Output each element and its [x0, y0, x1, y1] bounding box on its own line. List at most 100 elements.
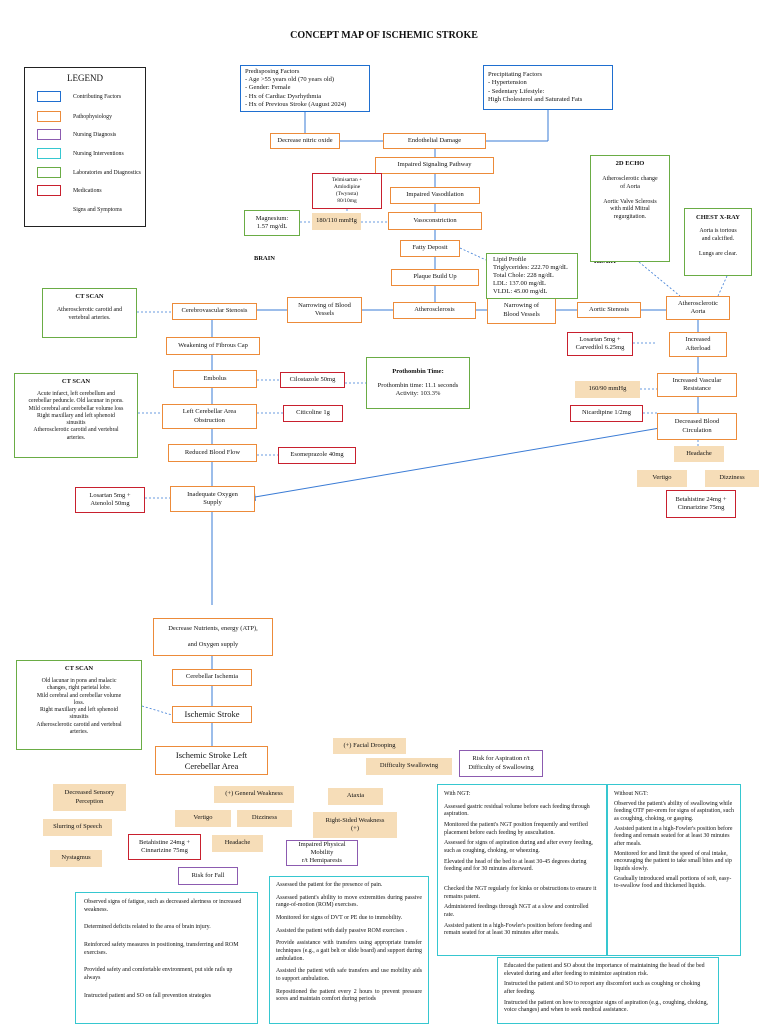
ngt-line: Administered feedings through NGT at a s…: [444, 904, 589, 919]
legend-swatch: [37, 148, 61, 159]
legend-item-diagnosis: Nursing Diagnosis: [37, 129, 116, 140]
cerebrovascular-stenosis: Cerebrovascular Stenosis: [172, 303, 257, 320]
med-cilostazole: Cilostazole 50mg: [280, 372, 345, 388]
mobility-line: Assisted the patient with safe transfers…: [276, 968, 422, 983]
sign-right-sided-weakness: Right-Sided Weakness (+): [313, 812, 397, 838]
lab-chest-xray: CHEST X-RAY Aorta is tortous and calcifi…: [684, 208, 752, 276]
ngt-line: Assessed for signs of aspiration during …: [444, 840, 593, 855]
mobility-line: Assisted the patient with daily passive …: [276, 927, 408, 934]
impaired-vasodilation: Impaired Vasodilation: [390, 187, 480, 204]
sign-slurring-speech: Slurring of Speech: [43, 819, 112, 836]
sign-vertigo-left: Vertigo: [175, 810, 231, 827]
ischemic-stroke: Ischemic Stroke: [172, 706, 252, 723]
legend-item-labs: Laboratories and Diagnostics: [37, 167, 141, 178]
diagnosis-risk-fall: Risk for Fall: [178, 867, 238, 885]
mobility-line: Repositioned the patient every 2 hours t…: [276, 988, 422, 1003]
sign-vertigo-right: Vertigo: [637, 470, 687, 487]
legend-swatch: [37, 129, 61, 140]
no-ngt-line: Assisted patient in a high-Fowler's posi…: [614, 825, 733, 848]
lab-magnesium: Magnesium: 1.57 mg/dL: [244, 210, 300, 236]
sign-ataxia: Ataxia: [328, 788, 383, 805]
ngt-line: Elevated the head of the bed to at least…: [444, 858, 587, 873]
reduced-blood-flow: Reduced Blood Flow: [168, 444, 257, 462]
interventions-without-ngt: Without NGT: Observed the patient's abil…: [607, 784, 741, 956]
decrease-nitric-oxide: Decrease nitric oxide: [270, 133, 340, 149]
ct3-body: Old lacunar in pons and malacic changes,…: [36, 678, 122, 735]
mobility-line: Assessed the patient for the presence of…: [276, 882, 383, 888]
sign-dizziness-left: Dizziness: [237, 810, 292, 827]
mobility-line: Provide assistance with transfers using …: [276, 940, 422, 962]
sign-headache-left: Headache: [212, 835, 263, 852]
cerebellar-obstruction: Left Cerebellar Area Obstruction: [162, 404, 257, 429]
xray-body: Aorta is tortous and calcified. Lungs ar…: [698, 228, 738, 257]
aortic-stenosis: Aortic Stenosis: [577, 302, 641, 318]
med-losartan-carvedilol: Losartan 5mg + Carvedilol 6.25mg: [567, 332, 633, 356]
ct1-body: Atherosclerotic carotid and vertebral ar…: [56, 307, 123, 321]
sign-headache-right: Headache: [674, 446, 724, 462]
echo-body: Atherosclerotic change of Aorta Aortic V…: [602, 176, 658, 220]
med-betahistine-left: Betahistine 24mg + Cinnarizine 75mg: [128, 834, 201, 860]
cerebellar-ischemia: Cerebellar Ischemia: [172, 669, 252, 686]
interventions-mobility: Assessed the patient for the presence of…: [269, 876, 429, 1024]
embolus: Embolus: [173, 370, 257, 388]
fall-line: Reinforced safety measures in positionin…: [84, 942, 239, 956]
echo-title: 2D ECHO: [615, 160, 645, 167]
narrowing-blood-vessels-brain: Narrowing of Blood Vessels: [287, 297, 362, 323]
precipitating-factors: Precipitating Factors - Hypertension - S…: [483, 65, 613, 110]
sign-general-weakness: (+) General Weakness: [214, 786, 294, 803]
lab-ct-scan-2: CT SCAN Acute infarct, left cerebellum a…: [14, 373, 138, 458]
lab-prothrombin: Prothombin Time: Prothombin time: 11.1 s…: [366, 357, 470, 409]
fall-line: Observed signs of fatigue, such as decre…: [84, 899, 242, 913]
no-ngt-line: Monitored for and limit the speed of ora…: [614, 850, 732, 873]
sign-dizziness-right: Dizziness: [705, 470, 759, 487]
ngt-line: Assisted patient in a high-Fowler's posi…: [444, 922, 592, 937]
impaired-signaling: Impaired Signaling Pathway: [375, 157, 494, 174]
ct2-title: CT SCAN: [61, 378, 91, 385]
sign-difficulty-swallowing: Difficulty Swallowing: [366, 758, 452, 775]
pt-title: Prothombin Time:: [392, 367, 444, 375]
ct2-body: Acute infarct, left cerebellum and cereb…: [28, 391, 124, 441]
predisposing-factors: Predisposing Factors - Age >55 years old…: [240, 65, 370, 112]
education-line: Instructed the patient and SO to report …: [504, 981, 701, 996]
fall-line: Instructed patient and SO on fall preven…: [84, 992, 212, 999]
interventions-fall: Observed signs of fatigue, such as decre…: [75, 892, 258, 1024]
sign-bp-180: 180/110 mmHg: [312, 213, 361, 230]
interventions-education: Educated the patient and SO about the im…: [497, 957, 719, 1024]
ngt-line: Assessed gastric residual volume before …: [444, 803, 590, 818]
brain-label: BRAIN: [254, 255, 275, 262]
ischemic-stroke-left-cerebellar: Ischemic Stroke Left Cerebellar Area: [155, 746, 268, 775]
no-ngt-line: Without NGT:: [614, 791, 648, 797]
narrowing-blood-vessels-heart: Narrowing of Blood Vessels: [487, 297, 556, 324]
inadequate-oxygen: Inadequate Oxygen Supply: [170, 486, 255, 512]
lab-ct-scan-1: CT SCAN Atherosclerotic carotid and vert…: [42, 288, 137, 338]
sign-facial-drooping: (+) Facial Drooping: [333, 738, 406, 754]
med-telmisartan: Telmisartan + Amlodipine (Twynsta) 80/10…: [312, 173, 382, 209]
fatty-deposit: Fatty Deposit: [400, 240, 460, 257]
diagnosis-impaired-mobility: Impaired Physical Mobility r/t Hemipares…: [286, 840, 358, 866]
diagnosis-risk-aspiration: Risk for Aspiration r/t Difficulty of Sw…: [459, 750, 543, 777]
no-ngt-line: Observed the patient's ability of swallo…: [614, 800, 734, 823]
sign-nystagmus: Nystagmus: [50, 850, 102, 867]
page-title: CONCEPT MAP OF ISCHEMIC STROKE: [290, 30, 478, 41]
ngt-line: Monitored the patient's NGT position fre…: [444, 822, 588, 836]
weakening-fibrous-cap: Weakening of Fibrous Cap: [166, 337, 260, 355]
mobility-line: Monitored for signs of DVT or PE due to …: [276, 915, 403, 922]
legend-swatch: [37, 111, 61, 122]
legend-swatch: [37, 167, 61, 178]
decrease-nutrients: Decrease Nutrients, energy (ATP), and Ox…: [153, 618, 273, 656]
fall-line: Provided safety and comfortable environm…: [84, 967, 233, 982]
legend-swatch: [37, 185, 61, 196]
xray-title: CHEST X-RAY: [696, 214, 740, 221]
fall-line: Determined deficits related to the area …: [84, 924, 211, 931]
atherosclerotic-aorta: Atherosclerotic Aorta: [666, 296, 730, 320]
ngt-line: Checked the NGT regularly for kinks or o…: [444, 886, 597, 900]
med-betahistine-right: Betahistine 24mg + Cinnarizine 75mg: [666, 490, 736, 518]
legend-swatch: [37, 204, 61, 215]
legend-heading: LEGEND: [67, 73, 103, 83]
decreased-blood-circulation: Decreased Blood Circulation: [657, 413, 737, 440]
sign-bp-160: 160/90 mmHg: [575, 381, 640, 398]
legend: LEGEND: [24, 67, 146, 227]
legend-swatch: [37, 91, 61, 102]
lab-ct-scan-3: CT SCAN Old lacunar in pons and malacic …: [16, 660, 142, 750]
ct1-title: CT SCAN: [75, 293, 104, 300]
